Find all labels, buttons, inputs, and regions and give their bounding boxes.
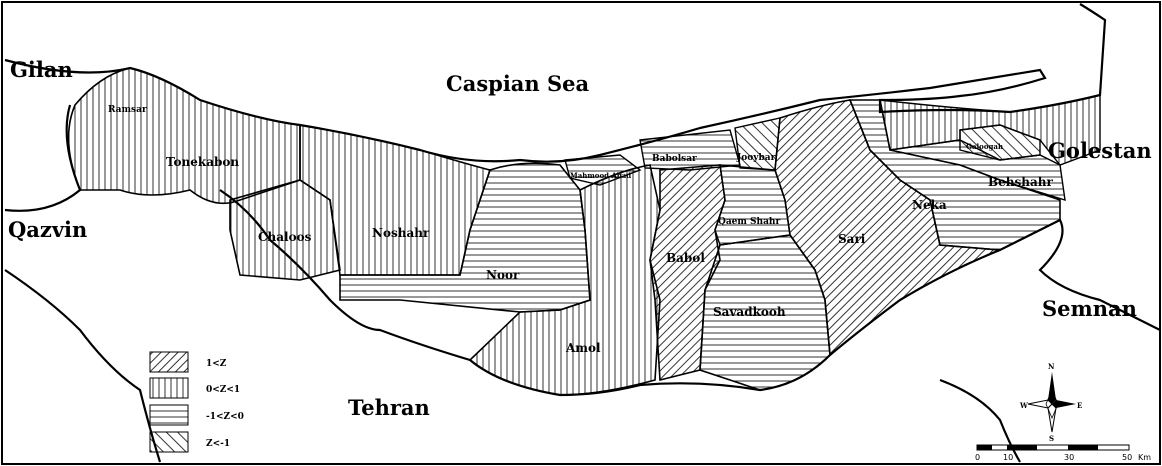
- label-sari: Sari: [838, 232, 866, 246]
- label-ramsar: Ramsar: [108, 105, 147, 115]
- label-caspian-sea: Caspian Sea: [446, 71, 590, 96]
- scale-t2: 30: [1064, 453, 1074, 462]
- region-mahmoodabad: [564, 154, 642, 186]
- compass-s: S: [1049, 434, 1054, 443]
- compass-n: N: [1048, 362, 1055, 371]
- label-chaloos: Chaloos: [258, 230, 312, 244]
- label-qazvin: Qazvin: [8, 217, 87, 242]
- legend-label-2: 0<Z<1: [206, 385, 240, 395]
- scale-bar: 0 10 30 50 Km: [975, 444, 1151, 462]
- legend-swatch-4: [149, 431, 189, 453]
- scale-t0: 0: [975, 453, 980, 462]
- label-tehran: Tehran: [348, 395, 430, 420]
- label-behshahr: Behshahr: [988, 175, 1053, 189]
- label-noor: Noor: [486, 268, 520, 282]
- label-neka: Neka: [912, 198, 947, 212]
- label-savadkooh: Savadkooh: [713, 305, 786, 319]
- label-semnan: Semnan: [1042, 296, 1137, 321]
- label-noshahr: Noshahr: [372, 226, 430, 240]
- legend-swatch-3: [149, 404, 189, 426]
- region-miankaleh: [879, 94, 1101, 166]
- compass-w: W: [1019, 401, 1028, 410]
- scale-t3: 50: [1122, 453, 1132, 462]
- scale-t1: 10: [1003, 453, 1013, 462]
- qazvin-boundary: [4, 269, 162, 463]
- label-gilan: Gilan: [10, 57, 73, 82]
- scale-unit: Km: [1138, 453, 1151, 462]
- legend-swatch-1: [149, 351, 189, 373]
- label-babolsar: Babolsar: [652, 154, 697, 164]
- compass-e: E: [1077, 401, 1082, 410]
- label-galoogah: Galoogah: [966, 142, 1003, 151]
- region-noor: [339, 162, 591, 313]
- label-amol: Amol: [565, 341, 601, 355]
- semnan-boundary: [939, 378, 1021, 463]
- label-mahmoodabad: Mahmood Abad: [570, 171, 631, 180]
- label-golestan: Golestan: [1048, 138, 1152, 163]
- label-qaemshahr: Qaem Shahr: [718, 217, 780, 227]
- compass-rose-icon: N S E W: [1019, 362, 1082, 443]
- legend-label-3: -1<Z<0: [206, 412, 244, 422]
- legend-swatch-2: [149, 377, 189, 399]
- legend: 1<Z 0<Z<1 -1<Z<0 Z<-1: [149, 351, 244, 453]
- region-sari: [774, 99, 1001, 357]
- label-babol: Babol: [666, 251, 705, 265]
- label-tonekabon: Tonekabon: [166, 155, 239, 169]
- label-jooybar: Jooybar: [736, 153, 776, 163]
- legend-label-1: 1<Z: [206, 359, 227, 369]
- legend-label-4: Z<-1: [206, 439, 230, 449]
